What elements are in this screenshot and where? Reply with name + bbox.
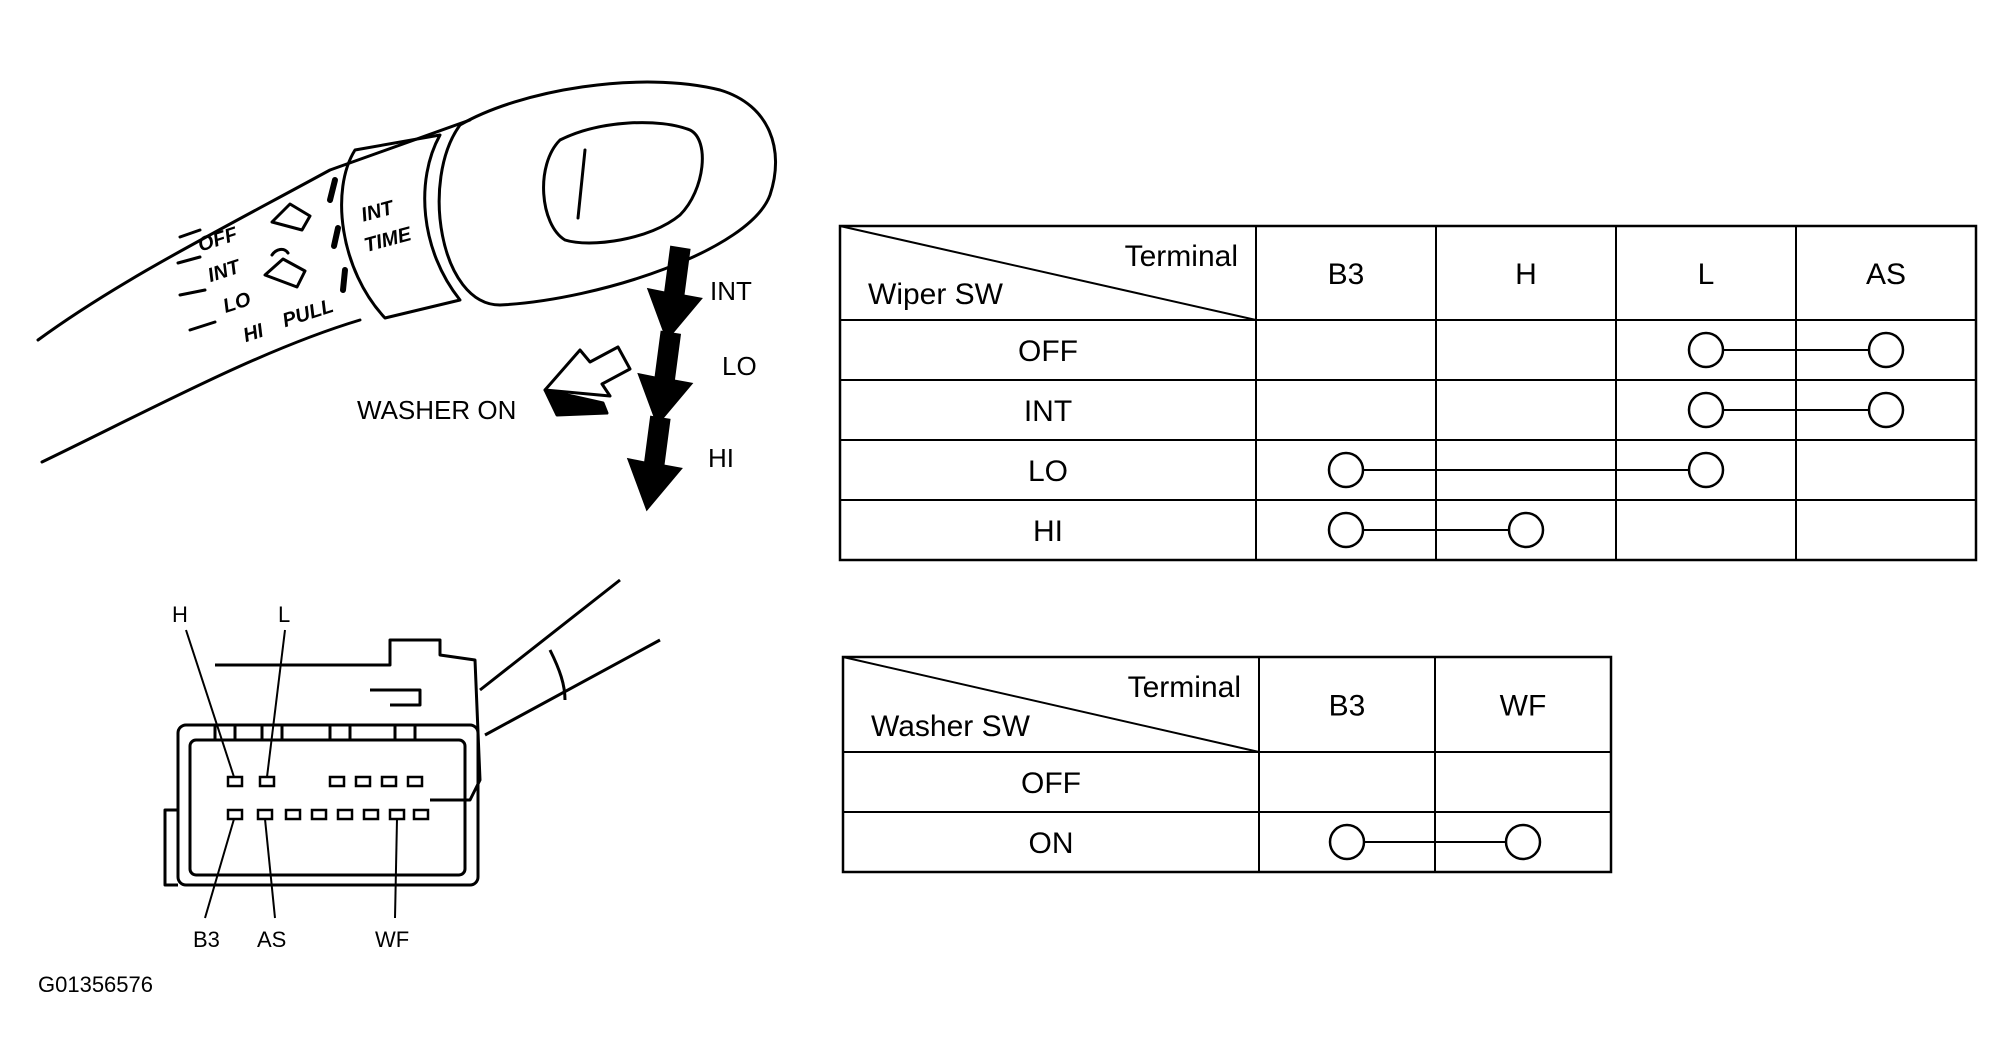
washer-icon [263,247,307,289]
arrow-hi [626,415,683,512]
connector-label-l: L [278,602,290,627]
figure-id: G01356576 [38,972,153,997]
lever-stalk-lower [40,318,362,464]
lever-label-hi: HI [240,320,266,347]
svg-text:INT: INT [359,197,398,227]
continuity-terminal [1867,391,1905,429]
wiper-icon [270,202,312,232]
connector-pins [226,775,430,821]
row-label: HI [1033,515,1063,548]
lever-ring [340,133,462,320]
pin [362,808,380,821]
column-header: B3 [1328,258,1365,291]
column-header: WF [1500,690,1547,723]
column-header: L [1698,258,1715,291]
lever-label-pull: PULL [280,295,336,332]
lever-knob [437,80,778,307]
pin-as [256,808,274,821]
lever-knob-inset [542,121,704,245]
washer-arrow [543,345,632,417]
lever-int-time-label: INT TIME [359,197,414,257]
pin-wf [388,808,406,821]
connector-cable [479,578,661,737]
pin-l [258,775,276,788]
continuity-terminal [1507,511,1545,549]
pin [406,775,424,788]
connector-label-as: AS [257,927,286,952]
row-label: ON [1029,827,1074,860]
row-label: OFF [1018,335,1078,368]
continuity-terminal [1327,511,1365,549]
corner-label-switch: Washer SW [871,710,1031,743]
column-header: AS [1866,258,1906,291]
continuity-terminal [1687,331,1725,369]
row-label: LO [1028,455,1068,488]
connector-leader-lines [185,629,398,919]
lever-stalk [36,118,472,342]
connector-label-wf: WF [375,927,409,952]
lever-label-int: INT [205,256,244,287]
corner-label-switch: Wiper SW [868,278,1004,311]
continuity-terminal [1328,823,1366,861]
pin [328,775,346,788]
pin-b3 [226,808,244,821]
corner-label-terminal: Terminal [1128,671,1241,704]
lever-label-lo: LO [220,288,254,318]
pin [336,808,354,821]
wiper-lever-illustration [36,80,778,464]
pin-h [226,775,244,788]
arrow-int [646,245,703,342]
table-frame [841,655,1613,874]
row-label: OFF [1021,767,1081,800]
column-header: H [1515,258,1537,291]
connector-label-h: H [172,602,188,627]
arrow-label-hi: HI [708,443,734,473]
continuity-terminal [1327,451,1365,489]
pin [412,808,430,821]
arrow-label-int: INT [710,276,752,306]
arrow-label-lo: LO [722,351,757,381]
continuity-terminal [1687,451,1725,489]
corner-diagonal [842,656,1260,753]
connector-housing-back [215,638,482,802]
corner-label-terminal: Terminal [1125,240,1238,273]
connector-housing [176,723,480,887]
continuity-terminal [1867,331,1905,369]
pin [354,775,372,788]
corner-diagonal [839,225,1257,321]
lever-label-off: OFF [195,223,241,257]
direction-arrows [626,245,703,512]
svg-text:TIME: TIME [362,223,414,257]
column-header: B3 [1329,690,1366,723]
continuity-terminal [1504,823,1542,861]
washer-on-label: WASHER ON [357,395,516,425]
connector-illustration [163,578,661,887]
arrow-lo [637,330,694,427]
table-frame [838,224,1978,562]
pin [284,808,302,821]
pin [380,775,398,788]
continuity-terminal [1687,391,1725,429]
connector-label-b3: B3 [193,927,220,952]
pin [310,808,328,821]
row-label: INT [1024,395,1072,428]
